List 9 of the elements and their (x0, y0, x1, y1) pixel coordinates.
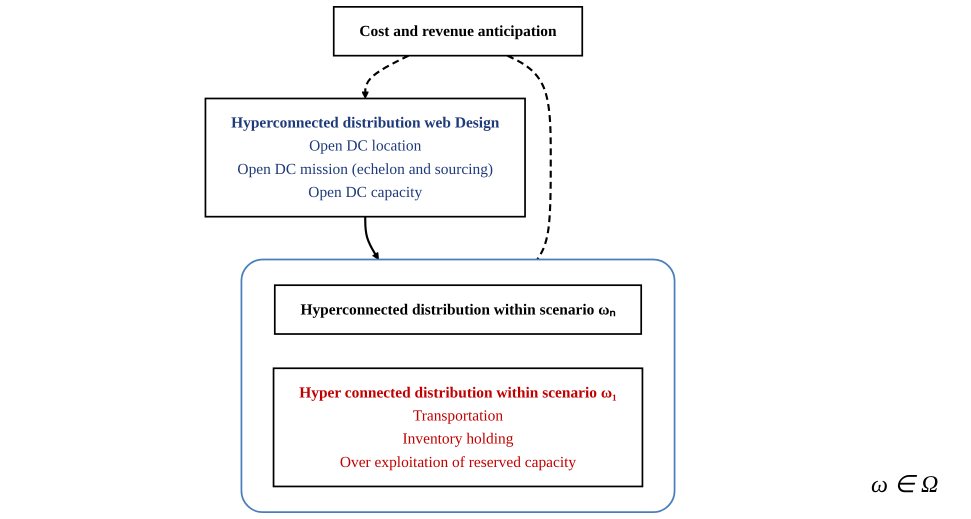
arrow (361, 54, 410, 99)
connector (506, 54, 552, 260)
node-box: Hyperconnected distribution within scenario ωₙ (274, 284, 642, 335)
cluster (240, 258, 676, 513)
node-box: Hyper connected distribution within scenario ω₁ Transportation Inventory holding Over exploitation of reserved capacity (272, 367, 644, 488)
set-notation-label: ω ∈ Ω (871, 471, 940, 499)
node-box: Cost and revenue anticipation (332, 6, 584, 57)
arrow (364, 216, 380, 260)
node-box: Hyperconnected distribution web Design Open DC location Open DC mission (echelon and sourcing) Open DC capacity (204, 98, 526, 218)
